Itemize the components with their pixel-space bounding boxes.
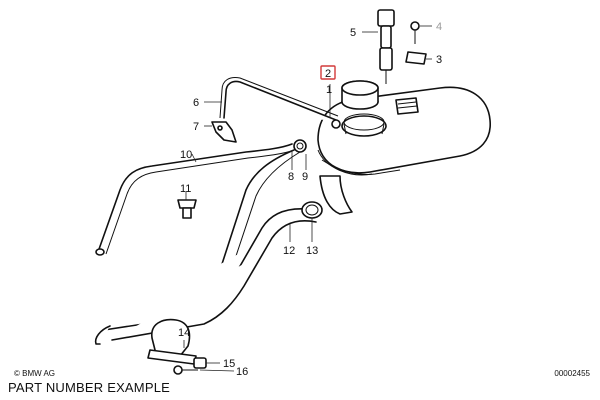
callout-9: 9 <box>302 171 308 183</box>
callout-3: 3 <box>436 54 442 66</box>
highlight-box <box>320 65 336 80</box>
callout-12: 12 <box>283 245 295 257</box>
hose-part-12[interactable] <box>94 208 317 345</box>
callout-1: 1 <box>326 84 332 96</box>
hose-part-10[interactable] <box>95 143 295 256</box>
copyright-text: © BMW AG <box>14 369 56 378</box>
callout-5: 5 <box>350 27 356 39</box>
cap-part-2[interactable] <box>341 80 379 110</box>
callout-4: 4 <box>436 21 442 33</box>
bolt-part-16[interactable] <box>173 365 198 375</box>
callout-7: 7 <box>193 121 199 133</box>
callout-2[interactable]: 2 <box>325 68 331 80</box>
clamp-part-13[interactable] <box>301 201 323 219</box>
screw-part-4[interactable] <box>410 21 420 44</box>
level-sensor-part-5[interactable] <box>377 9 395 84</box>
clamp-part-14[interactable] <box>147 318 197 365</box>
callout-6: 6 <box>193 97 199 109</box>
bleed-screw-part-11[interactable] <box>177 199 197 219</box>
leader-lines <box>183 25 432 372</box>
callout-16: 16 <box>236 366 248 378</box>
vent-hose-part-6[interactable] <box>219 77 341 129</box>
filler-neck <box>341 113 387 137</box>
callout-13: 13 <box>306 245 318 257</box>
nut-part-3[interactable] <box>405 51 427 65</box>
bracket-part-7[interactable] <box>211 121 237 143</box>
diagram-code: 00002455 <box>554 369 590 378</box>
nut-part-15[interactable] <box>193 357 207 369</box>
clamp-part-9[interactable] <box>293 139 307 153</box>
callout-11: 11 <box>180 183 191 195</box>
caption-text: PART NUMBER EXAMPLE <box>8 380 171 395</box>
callout-15: 15 <box>223 358 235 370</box>
callout-14: 14 <box>178 327 190 339</box>
callout-10: 10 <box>180 149 192 161</box>
tank-port <box>395 97 419 115</box>
callout-8: 8 <box>288 171 294 183</box>
